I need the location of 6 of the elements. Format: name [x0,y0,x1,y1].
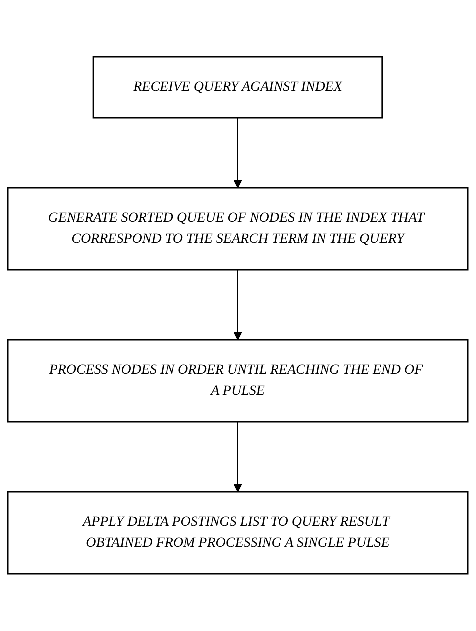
arrow [234,118,242,188]
node-box: PROCESS NODES IN ORDER UNTIL REACHING THE END OF A PULSE [7,339,469,423]
node-box: APPLY DELTA POSTINGS LIST TO QUERY RESULT OBTAINED FROM PROCESSING A SINGLE PULSE [7,491,469,575]
arrow [234,270,242,340]
node-box: GENERATE SORTED QUEUE OF NODES IN THE INDEX THAT CORRESPOND TO THE SEARCH TERM IN THE QUERY [7,187,469,271]
arrow [234,422,242,492]
